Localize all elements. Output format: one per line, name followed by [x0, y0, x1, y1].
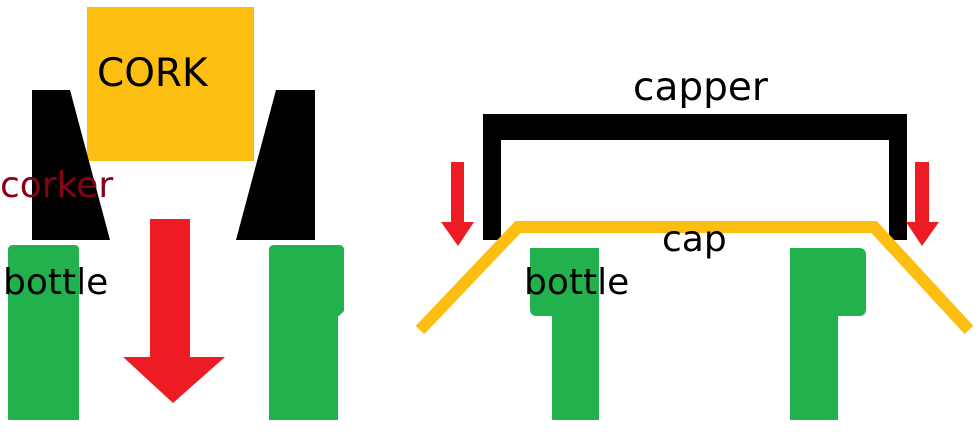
corker-right-jaw: [236, 90, 315, 240]
right-down-arrow-icon: [906, 162, 939, 246]
cork-block: [87, 7, 254, 161]
corker-diagram: CORK corker bottle: [0, 7, 344, 420]
down-arrow-icon: [123, 219, 225, 403]
capper-bottle-right-wall: [790, 248, 866, 420]
bottle-left-wall: [8, 245, 79, 420]
cap-label: cap: [662, 219, 727, 260]
capper-label: capper: [633, 65, 769, 110]
bottle-right-wall: [269, 245, 344, 420]
corker-left-jaw: [32, 90, 110, 240]
left-down-arrow-icon: [441, 162, 474, 246]
capper-bottle: [530, 248, 866, 420]
cap-shape: [415, 221, 974, 335]
corker-bottle-label: bottle: [3, 262, 108, 303]
capper-body: [483, 114, 907, 240]
corker-label: corker: [0, 165, 113, 206]
corker-jaws: [32, 90, 315, 240]
capper-diagram: capper cap bottle: [415, 65, 974, 420]
cork-label: CORK: [97, 51, 209, 96]
corker-bottle: [8, 245, 344, 420]
capper-bottle-label: bottle: [524, 262, 629, 303]
capper-bottle-left-wall: [530, 248, 599, 420]
